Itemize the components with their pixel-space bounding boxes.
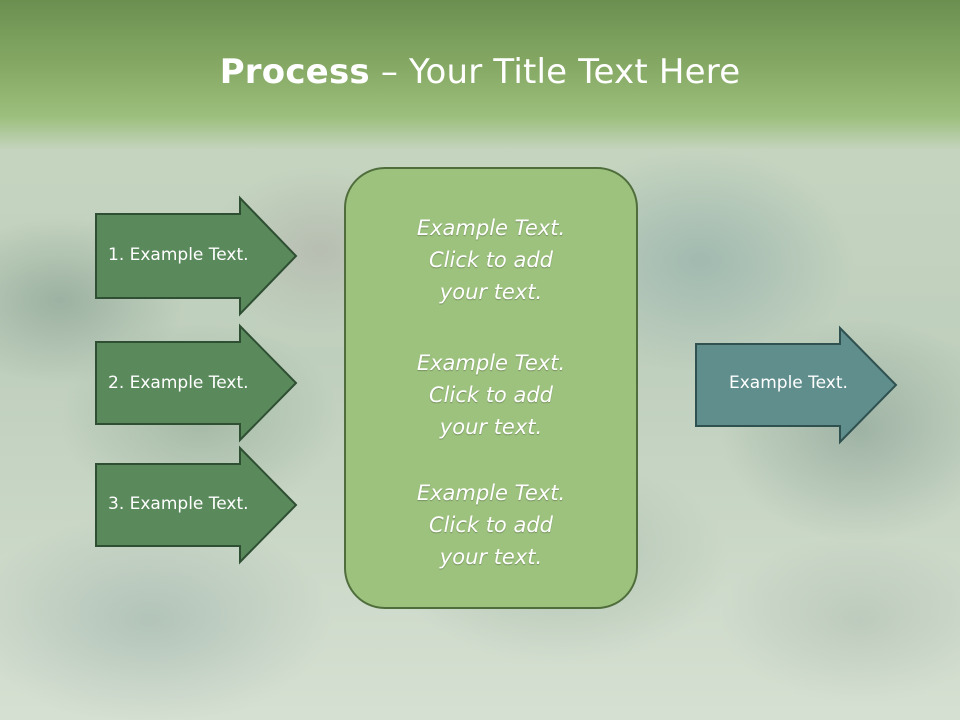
slide-title: Process – Your Title Text Here	[0, 52, 960, 92]
center-paragraph-3-line-3: your text.	[439, 545, 543, 569]
title-bold: Process	[219, 52, 370, 92]
center-paragraph-3-line-1: Example Text.	[416, 481, 566, 505]
center-paragraph-2-line-1: Example Text.	[416, 351, 566, 375]
process-step-label-2: 2. Example Text.	[108, 373, 249, 393]
center-paragraph-1-line-2: Click to add	[428, 248, 553, 272]
result-arrow-label: Example Text.	[729, 373, 848, 393]
process-step-arrow-1[interactable]	[95, 195, 298, 317]
center-paragraph-2-line-2: Click to add	[428, 383, 553, 407]
center-paragraph-3-line-2: Click to add	[428, 513, 553, 537]
process-step-arrow-2[interactable]	[95, 323, 298, 443]
process-step-label-3: 3. Example Text.	[108, 494, 249, 514]
center-paragraph-1-line-1: Example Text.	[416, 216, 566, 240]
center-paragraph-3: Example Text. Click to add your text.	[345, 477, 637, 573]
center-paragraph-1-line-3: your text.	[439, 280, 543, 304]
result-arrow[interactable]	[695, 325, 898, 445]
center-paragraph-1: Example Text. Click to add your text.	[345, 212, 637, 308]
center-paragraph-2: Example Text. Click to add your text.	[345, 347, 637, 443]
title-rest: – Your Title Text Here	[369, 52, 741, 92]
center-content-box[interactable]	[344, 167, 638, 609]
title-bar	[0, 0, 960, 150]
process-step-label-1: 1. Example Text.	[108, 245, 249, 265]
center-paragraph-2-line-3: your text.	[439, 415, 543, 439]
process-step-arrow-3[interactable]	[95, 445, 298, 565]
